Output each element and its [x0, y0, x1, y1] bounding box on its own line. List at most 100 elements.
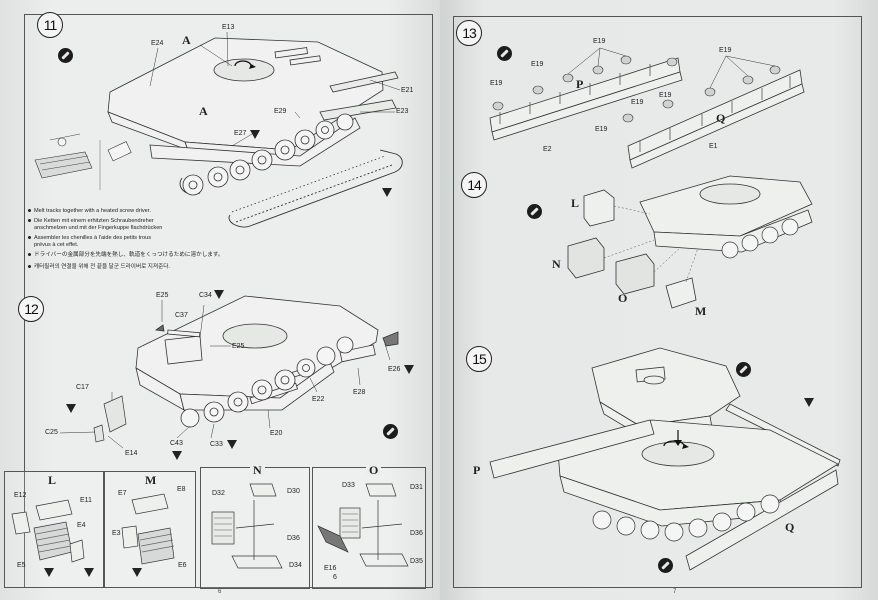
subassembly-n-title: N [250, 464, 265, 476]
label-l-e11: E11 [80, 497, 92, 504]
subassembly-m-title: M [145, 473, 157, 487]
part-marker-e27 [250, 130, 260, 139]
step-14-number: 14 [461, 172, 487, 198]
no-glue-icon [736, 362, 751, 377]
label-l-e12: E12 [14, 492, 27, 499]
part-marker-c33 [227, 440, 237, 449]
step-15-drawing [489, 347, 841, 571]
label-p-skirt-final: P [473, 463, 481, 477]
label-c37: C37 [175, 312, 188, 319]
label-p-skirt: P [576, 77, 584, 91]
left-page-number: 6 [218, 589, 222, 595]
label-n-d30: D30 [287, 488, 300, 495]
glue-icon [658, 558, 673, 573]
label-c17: C17 [76, 384, 89, 391]
label-c43: C43 [170, 440, 183, 447]
label-a-bottom: A [199, 104, 208, 118]
label-e27: E27 [234, 130, 247, 137]
note-4: ドライバーの金属部分を先端を熱し、軌道をくっつけるために溶かします。 [28, 252, 224, 259]
label-e19-7: E19 [595, 126, 608, 133]
label-e21: E21 [401, 87, 414, 94]
part-marker-barrel [804, 398, 814, 407]
step-14-drawing [567, 175, 813, 309]
label-a-top: A [182, 33, 191, 47]
label-e19-6: E19 [659, 92, 672, 99]
part-marker-m [132, 568, 142, 577]
label-m-box: M [695, 304, 707, 318]
label-q-skirt-final: Q [785, 520, 795, 534]
step-13-side-skirts-drawing [489, 47, 805, 169]
glue-icon [497, 46, 512, 61]
label-e23: E23 [396, 108, 409, 115]
part-marker-c43 [172, 451, 182, 460]
label-o-box: O [618, 291, 628, 305]
label-c33: C33 [210, 441, 223, 448]
left-page: 11 [0, 0, 440, 600]
label-m-e7: E7 [118, 490, 127, 497]
label-e19-1: E19 [593, 38, 606, 45]
label-o-e16: E16 [324, 565, 337, 572]
right-page-frame [453, 16, 862, 588]
label-o-extra: 6 [333, 574, 337, 581]
label-e19-3: E19 [490, 80, 503, 87]
label-e22: E22 [312, 396, 325, 403]
label-o-d33: D33 [342, 482, 355, 489]
label-c25: C25 [45, 429, 58, 436]
part-marker-l-1 [44, 568, 54, 577]
glue-icon [527, 204, 542, 219]
subassembly-m-box [104, 471, 196, 588]
note-1: Melt tracks together with a heated screw… [28, 208, 151, 215]
subassembly-o-title: O [366, 464, 382, 476]
right-page-number: 7 [673, 589, 677, 595]
label-e25-a: E25 [156, 292, 169, 299]
label-e19-2: E19 [531, 61, 544, 68]
label-e2: E2 [543, 146, 552, 153]
right-page: 13 [440, 0, 878, 600]
label-e25-b: E25 [232, 343, 245, 350]
part-marker-c17 [66, 404, 76, 413]
label-q-skirt: Q [716, 111, 726, 125]
label-e24: E24 [151, 40, 164, 47]
subassembly-l-title: L [48, 473, 57, 487]
part-marker-track [382, 188, 392, 197]
label-l-e5: E5 [17, 562, 26, 569]
label-n-box: N [552, 257, 561, 271]
label-e29: E29 [274, 108, 287, 115]
label-m-e3: E3 [112, 530, 121, 537]
step-11-hull-drawing [34, 31, 403, 228]
label-n-d34: D34 [289, 562, 302, 569]
label-c34: C34 [199, 292, 212, 299]
note-5: 캐터필러의 연결을 위해 전 끝을 달군 드라이버로 지져준다. [28, 264, 170, 271]
label-m-e8: E8 [177, 486, 186, 493]
part-marker-e26 [404, 365, 414, 374]
step-12-hull-drawing [59, 295, 399, 449]
part-marker-c34 [214, 290, 224, 299]
glue-icon [58, 48, 73, 63]
label-e19-5: E19 [631, 99, 644, 106]
label-m-e6: E6 [178, 562, 187, 569]
note-3b: prévus à cet effet. [34, 242, 79, 248]
note-2: Die Ketten mit einem erhitzten Schrauben… [28, 218, 154, 225]
label-l-box: L [571, 196, 580, 210]
label-e14: E14 [125, 450, 138, 457]
label-l-e4: E4 [77, 522, 86, 529]
label-e26: E26 [388, 366, 401, 373]
glue-icon [383, 424, 398, 439]
label-o-d31: D31 [410, 484, 423, 491]
label-e20: E20 [270, 430, 283, 437]
step-12-number: 12 [18, 296, 44, 322]
step-15-number: 15 [466, 346, 492, 372]
step-13-number: 13 [456, 20, 482, 46]
label-n-d36: D36 [287, 535, 300, 542]
subassembly-drawings [11, 483, 409, 569]
note-2b: anschmelzen und mit der Fingerkuppe flac… [34, 225, 163, 231]
step-11-number: 11 [37, 12, 63, 38]
label-n-d32: D32 [212, 490, 225, 497]
label-o-d35: D35 [410, 558, 423, 565]
label-o-d36: D36 [410, 530, 423, 537]
label-e13: E13 [222, 24, 235, 31]
label-e1: E1 [709, 143, 718, 150]
label-e19-4: E19 [719, 47, 732, 54]
part-marker-l-2 [84, 568, 94, 577]
label-e28: E28 [353, 389, 366, 396]
